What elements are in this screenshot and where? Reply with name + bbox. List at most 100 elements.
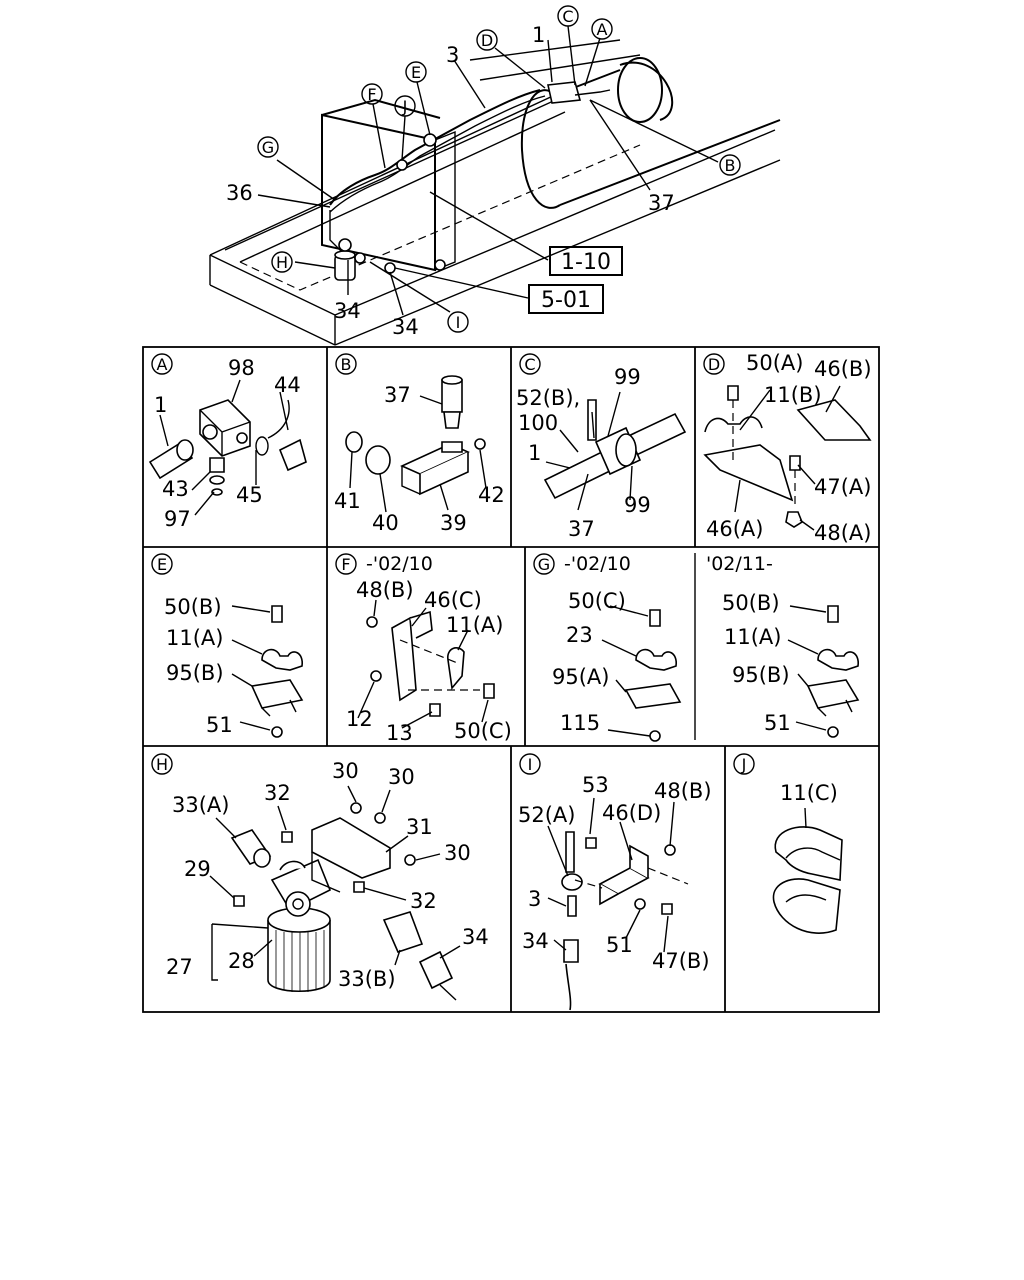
panel-C-label-99b: 99 (624, 493, 651, 517)
panel-A: A 98 44 1 43 45 97 (148, 353, 307, 531)
overview-leaders (257, 25, 719, 316)
svg-text:B: B (341, 355, 352, 374)
panel-A-label-97: 97 (164, 507, 191, 531)
panel-F-label-13: 13 (386, 721, 413, 745)
panel-A-label-98: 98 (228, 356, 255, 380)
panel-H-label-29: 29 (184, 857, 211, 881)
ref-box-5-01: 5-01 (528, 284, 604, 314)
svg-text:D: D (481, 31, 493, 50)
callout-J: J (394, 95, 416, 117)
panel-B-label-39: 39 (440, 511, 467, 535)
callout-F: F (361, 83, 383, 105)
panel-E-label-50B: 50(B) (164, 595, 222, 619)
panel-F-date: -'02/10 (366, 553, 433, 575)
panel-G-label-50C: 50(C) (568, 589, 626, 613)
panel-H-label-27: 27 (166, 955, 193, 979)
svg-text:5-01: 5-01 (541, 288, 591, 313)
label-1: 1 (532, 23, 545, 47)
panel-E-label-51: 51 (206, 713, 233, 737)
panel-F-label-12: 12 (346, 707, 373, 731)
panel-G-label-23: 23 (566, 623, 593, 647)
ref-box-1-10: 1-10 (549, 246, 623, 276)
panel-H-label-31: 31 (406, 815, 433, 839)
label-34a: 34 (334, 299, 361, 323)
svg-text:E: E (411, 63, 421, 82)
panel-C-callout: C (519, 353, 541, 375)
svg-text:F: F (341, 555, 350, 574)
panel-C-label-52B: 52(B), (516, 386, 580, 410)
panel-B-label-40: 40 (372, 511, 399, 535)
svg-text:I: I (456, 313, 461, 332)
label-34b: 34 (392, 315, 419, 339)
panel-H-label-30c: 30 (444, 841, 471, 865)
panel-F-label-50C: 50(C) (454, 719, 512, 743)
panel-G-date-left: -'02/10 (564, 553, 631, 575)
panel-B: B 37 41 40 39 42 (334, 353, 505, 535)
svg-text:G: G (262, 138, 274, 157)
callout-B: B (719, 154, 741, 176)
callout-G: G (257, 136, 279, 158)
label-3: 3 (446, 43, 459, 67)
panel-H-label-33A: 33(A) (172, 793, 229, 817)
panel-J-label-11C: 11(C) (780, 781, 838, 805)
label-36: 36 (226, 181, 253, 205)
panel-I-label-3: 3 (528, 887, 541, 911)
panel-H-label-28: 28 (228, 949, 255, 973)
svg-text:I: I (528, 755, 533, 774)
svg-text:C: C (562, 7, 573, 26)
svg-text:B: B (725, 156, 736, 175)
panel-E-label-11A: 11(A) (166, 626, 223, 650)
svg-text:G: G (538, 555, 550, 574)
panel-A-callout: A (151, 353, 173, 375)
panel-H-label-34: 34 (462, 925, 489, 949)
svg-text:1-10: 1-10 (561, 250, 611, 275)
panel-G-label-50B: 50(B) (722, 591, 780, 615)
panel-I-label-48B: 48(B) (654, 779, 712, 803)
svg-text:H: H (276, 253, 288, 272)
panel-J-callout: J (733, 753, 755, 775)
panel-D-label-11B: 11(B) (764, 383, 822, 407)
panel-H: H 30 30 33(A) 32 31 30 29 32 (151, 753, 489, 1001)
panel-E-callout: E (151, 553, 173, 575)
svg-text:A: A (157, 355, 168, 374)
panel-G-label-11A: 11(A) (724, 625, 781, 649)
panel-H-label-30a: 30 (332, 759, 359, 783)
panel-A-label-1: 1 (154, 393, 167, 417)
panel-B-label-42: 42 (478, 483, 505, 507)
panel-B-label-37: 37 (384, 383, 411, 407)
panel-B-label-41: 41 (334, 489, 361, 513)
panel-G-label-115: 115 (560, 711, 600, 735)
svg-text:F: F (367, 85, 376, 104)
panel-E-label-95B: 95(B) (166, 661, 224, 685)
panel-D-label-47A: 47(A) (814, 475, 871, 499)
panel-H-label-32a: 32 (264, 781, 291, 805)
callout-I: I (447, 311, 469, 333)
panel-G: G -'02/10 '02/11- 50(C) 23 95(A) 115 50(… (533, 553, 860, 742)
panel-F: F -'02/10 48(B) 46(C) 11(A) 12 13 50(C) (335, 553, 512, 745)
panel-I-label-51: 51 (606, 933, 633, 957)
label-37: 37 (648, 191, 675, 215)
panel-I-callout: I (519, 753, 541, 775)
panel-A-label-43: 43 (162, 477, 189, 501)
panel-F-label-11A: 11(A) (446, 613, 503, 637)
panel-G-label-51: 51 (764, 711, 791, 735)
overview-labels: 1 3 36 37 34 34 C A D B E F (226, 5, 741, 339)
panel-F-callout: F (335, 553, 357, 575)
svg-text:J: J (402, 97, 408, 116)
panel-D-callout: D (703, 353, 725, 375)
panel-G-label-95B: 95(B) (732, 663, 790, 687)
panel-B-callout: B (335, 353, 357, 375)
panel-C-label-100: 100 (518, 411, 558, 435)
panel-G-label-95A: 95(A) (552, 665, 609, 689)
svg-text:A: A (597, 20, 608, 39)
svg-text:C: C (524, 355, 535, 374)
panel-I-label-47B: 47(B) (652, 949, 710, 973)
panel-C-label-37: 37 (568, 517, 595, 541)
callout-E: E (405, 61, 427, 83)
panel-D: D 50(A) 46(B) 11(B) 47(A) 46(A) 48(A) (703, 351, 872, 545)
panel-I-label-53: 53 (582, 773, 609, 797)
panel-H-label-32b: 32 (410, 889, 437, 913)
svg-text:D: D (708, 355, 720, 374)
callout-C: C (557, 5, 579, 27)
